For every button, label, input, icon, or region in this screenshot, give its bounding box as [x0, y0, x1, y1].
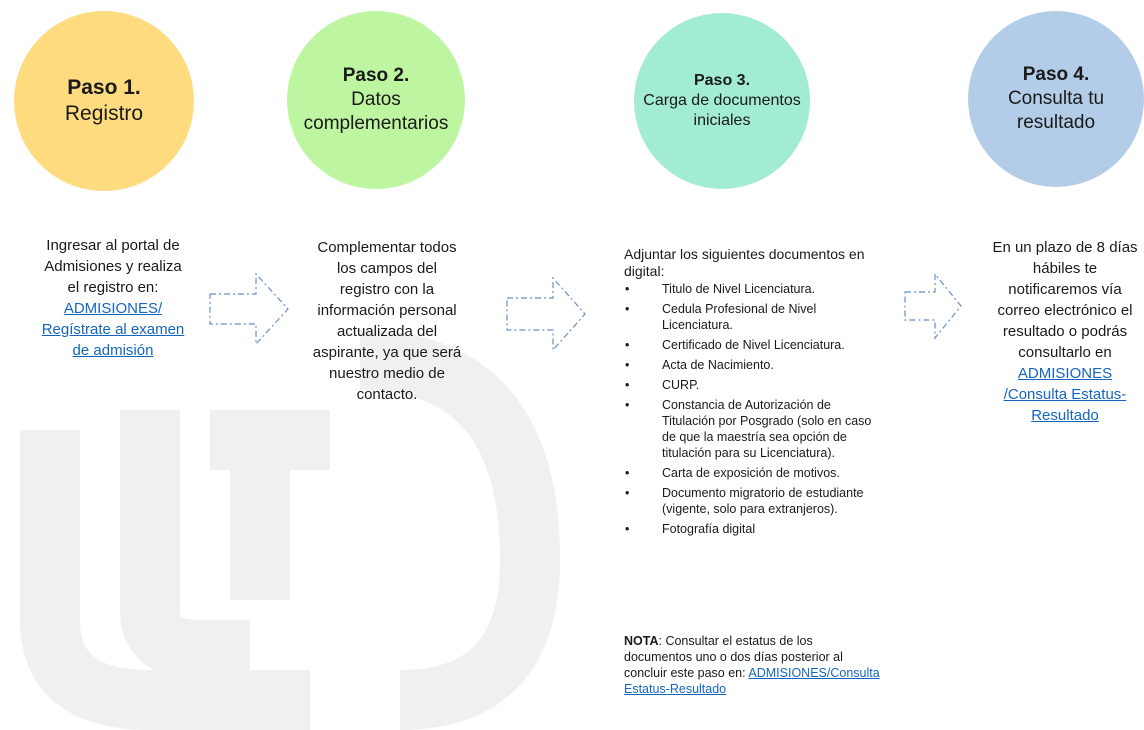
bullet-icon: • — [625, 282, 630, 296]
consulta-resultado-link[interactable]: ADMISIONES /Consulta Estatus-Resultado — [1003, 365, 1127, 424]
step-2-name: Datos complementarios — [301, 88, 451, 136]
note-label: NOTA — [624, 634, 659, 648]
consulta-estatus-link[interactable]: ADMISIONES/Consulta Estatus-Resultado — [624, 666, 880, 696]
step-1-description: Ingresar al portal de Admisiones y reali… — [38, 235, 188, 361]
documents-list: • Titulo de Nivel Licenciatura. • Cedula Pr… — [624, 281, 880, 537]
arrow-right-icon — [209, 272, 289, 346]
bullet-icon: • — [625, 358, 630, 372]
step-2-name-text: Datos complementarios — [303, 89, 449, 134]
document-list-item: • Certificado de Nivel Licenciatura. — [624, 337, 880, 353]
document-name: Titulo de Nivel Licenciatura. — [662, 282, 816, 296]
step-3-note: NOTA: Consultar el estatus de los docume… — [624, 633, 880, 697]
document-list-item: • Fotografía digital — [624, 521, 880, 537]
document-list-item: • Documento migratorio de estudiante (vig… — [624, 485, 880, 517]
step-4-circle: Paso 4. Consulta tu resultado — [968, 11, 1144, 187]
step-1-text: Ingresar al portal de Admisiones y reali… — [44, 237, 182, 296]
step-4-name-text: Consulta tu resultado — [1007, 88, 1105, 133]
bullet-icon: • — [625, 302, 630, 316]
arrow-right-icon — [506, 276, 586, 352]
note-text: : Consultar el estatus de los documentos… — [624, 634, 843, 680]
step-2-description: Complementar todos los campos del regist… — [312, 237, 462, 405]
bullet-icon: • — [625, 378, 630, 392]
document-name: Constancia de Autorización de Titulación… — [662, 398, 872, 460]
document-list-item: • Titulo de Nivel Licenciatura. — [624, 281, 880, 297]
document-list-item: • Constancia de Autorización de Titulació… — [624, 397, 880, 461]
step-4-description: En un plazo de 8 días hábiles te notific… — [990, 237, 1140, 426]
document-name: CURP. — [662, 378, 700, 392]
document-name: Documento migratorio de estudiante (vige… — [662, 486, 864, 516]
step-3-name: Carga de documentos iniciales — [634, 91, 810, 131]
document-name: Certificado de Nivel Licenciatura. — [662, 338, 845, 352]
step-4-title: Paso 4. — [1022, 64, 1090, 86]
step-3-description: Adjuntar los siguientes documentos en di… — [624, 246, 880, 541]
step-3-title: Paso 3. — [693, 72, 751, 89]
admisiones-registro-link[interactable]: ADMISIONES/ Regístrate al examen de admi… — [41, 300, 185, 359]
document-list-item: • Cedula Profesional de Nivel Licenciatur… — [624, 301, 880, 333]
document-list-item: • Acta de Nacimiento. — [624, 357, 880, 373]
step-2-title: Paso 2. — [342, 65, 410, 87]
document-name: Cedula Profesional de Nivel Licenciatura… — [662, 302, 817, 332]
documents-intro: Adjuntar los siguientes documentos en di… — [624, 246, 865, 279]
document-list-item: • Carta de exposición de motivos. — [624, 465, 880, 481]
document-list-item: • CURP. — [624, 377, 880, 393]
step-1-name: Registro — [64, 102, 144, 125]
bullet-icon: • — [625, 466, 630, 480]
step-2-text: Complementar todos los campos del regist… — [312, 239, 462, 403]
step-3-name-text: Carga de documentos iniciales — [643, 92, 801, 129]
bullet-icon: • — [625, 486, 630, 500]
bullet-icon: • — [625, 338, 630, 352]
document-name: Acta de Nacimiento. — [662, 358, 774, 372]
arrow-right-icon — [904, 272, 962, 340]
step-1-circle: Paso 1. Registro — [14, 11, 194, 191]
step-4-name: Consulta tu resultado — [1001, 87, 1111, 135]
bullet-icon: • — [625, 398, 630, 412]
document-name: Carta de exposición de motivos. — [662, 466, 840, 480]
document-name: Fotografía digital — [662, 522, 756, 536]
step-4-text: En un plazo de 8 días hábiles te notific… — [992, 239, 1138, 361]
step-3-circle: Paso 3. Carga de documentos iniciales — [634, 13, 810, 189]
bullet-icon: • — [625, 522, 630, 536]
step-1-title: Paso 1. — [67, 75, 141, 99]
step-2-circle: Paso 2. Datos complementarios — [287, 11, 465, 189]
